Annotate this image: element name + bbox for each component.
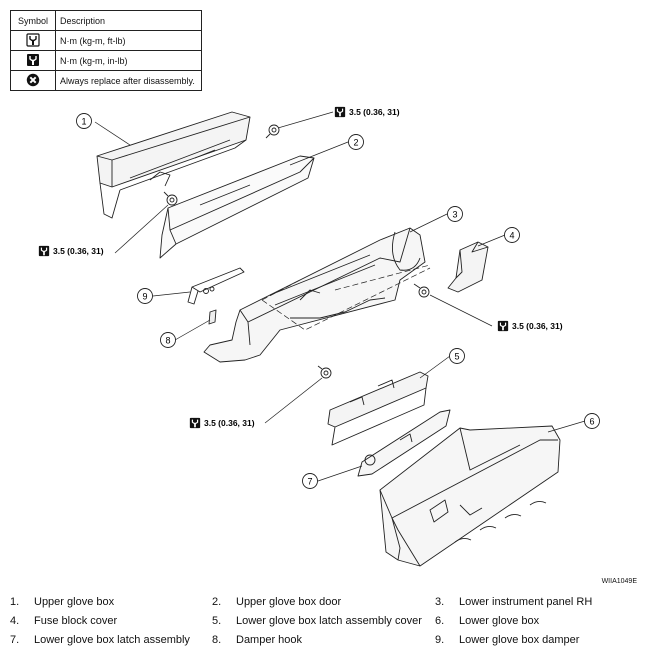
part-number-label: 8 [165,336,170,346]
panel-alignment-guides [261,264,431,331]
bolt-fastener [163,191,178,206]
torque-value: 3.5 (0.36, 31) [53,246,104,256]
part-number-callout: 2 [348,134,364,150]
part-number-callout: 4 [504,227,520,243]
part-name: Upper glove box [34,595,115,608]
torque-wrench-icon [497,320,509,332]
part-number-label: 6 [589,417,594,427]
parts-list-item: 2. Upper glove box door [212,596,435,608]
part-number-label: 7 [307,477,312,487]
torque-wrench-icon [189,417,201,429]
torque-value: 3.5 (0.36, 31) [204,418,255,428]
part-name: Fuse block cover [34,614,118,627]
upper-glove-box-door-part [159,155,315,259]
symbol-legend-table: Symbol Description N·m (kg-m, ft-lb) N·m… [10,10,202,91]
torque-callout: 3.5 (0.36, 31) [38,245,104,257]
exploded-diagram: 1 2 3 4 5 6 7 8 9 3.5 (0.36, 31) 3.5 (0.… [38,106,600,567]
part-name: Lower instrument panel RH [459,595,593,608]
lower-glove-box-damper-part [187,267,245,305]
parts-list: 1. Upper glove box 2. Upper glove box door… [10,592,640,649]
parts-list-item: 8. Damper hook [212,634,435,646]
torque-wrench-icon [27,53,39,66]
parts-list-item: 6. Lower glove box [435,615,635,627]
lower-instrument-panel-part [203,227,426,363]
part-number-label: 4 [509,231,514,241]
part-index: 6. [435,614,445,627]
upper-glove-box-part [96,111,251,219]
torque-callout: 3.5 (0.36, 31) [497,320,563,332]
torque-wrench-icon [334,106,346,118]
damper-hook-part [208,309,217,325]
part-number-label: 3 [452,210,457,220]
latch-assembly-cover-part [327,371,429,446]
part-number-callout: 6 [584,413,600,429]
torque-value: 3.5 (0.36, 31) [512,321,563,331]
legend-symbol-cell [10,30,56,51]
part-number-label: 2 [353,138,358,148]
parts-list-row: 7. Lower glove box latch assembly 8. Dampe… [10,630,640,649]
torque-value: 3.5 (0.36, 31) [349,107,400,117]
part-number-label: 1 [81,117,86,127]
legend-description: Always replace after disassembly. [55,70,202,91]
torque-callout: 3.5 (0.36, 31) [334,106,400,118]
part-index: 9. [435,633,445,646]
parts-list-item: 7. Lower glove box latch assembly [10,634,212,646]
parts-list-row: 1. Upper glove box 2. Upper glove box door… [10,592,640,611]
parts-list-item: 9. Lower glove box damper [435,634,635,646]
part-number-label: 5 [454,352,459,362]
bolt-fastener [413,283,430,298]
part-index: 2. [212,595,222,608]
latch-assembly-part [357,409,451,477]
torque-wrench-icon [38,245,50,257]
lower-glove-box-part [379,425,561,567]
part-index: 1. [10,595,20,608]
part-index: 8. [212,633,222,646]
part-index: 7. [10,633,20,646]
part-name: Lower glove box latch assembly cover [236,614,422,627]
fuse-block-cover-part [447,241,489,293]
part-number-callout: 1 [76,113,92,129]
part-name: Upper glove box door [236,595,342,608]
torque-callout: 3.5 (0.36, 31) [189,417,255,429]
part-index: 4. [10,614,20,627]
part-name: Lower glove box latch assembly [34,633,190,646]
part-number-label: 9 [142,292,147,302]
legend-header-description: Description [55,10,202,31]
parts-list-row: 4. Fuse block cover 5. Lower glove box lat… [10,611,640,630]
part-number-callout: 8 [160,332,176,348]
part-name: Lower glove box damper [459,633,580,646]
bolt-fastener [317,365,332,379]
parts-list-item: 1. Upper glove box [10,596,212,608]
replace-x-icon [26,73,40,86]
leader-lines [94,111,586,482]
part-number-callout: 7 [302,473,318,489]
part-number-callouts: 1 2 3 4 5 6 7 8 9 [76,113,600,489]
part-index: 3. [435,595,445,608]
part-name: Damper hook [236,633,303,646]
parts-list-item: 5. Lower glove box latch assembly cover [212,615,435,627]
part-index: 5. [212,614,222,627]
torque-wrench-icon [26,32,40,47]
legend-header-symbol: Symbol [10,10,56,31]
torque-callouts: 3.5 (0.36, 31) 3.5 (0.36, 31) 3.5 (0.36,… [38,106,563,429]
bolt-fastener [265,124,280,139]
part-number-callout: 5 [449,348,465,364]
parts-list-item: 4. Fuse block cover [10,615,212,627]
part-number-callout: 3 [447,206,463,222]
parts-list-item: 3. Lower instrument panel RH [435,596,635,608]
part-number-callout: 9 [137,288,153,304]
figure-code: WIIA1049E [601,578,637,585]
part-name: Lower glove box [459,614,540,627]
